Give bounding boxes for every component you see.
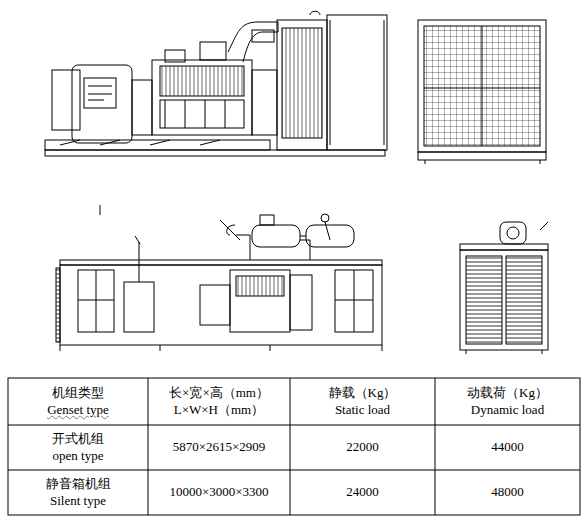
silent-genset-side: [56, 205, 382, 351]
table-text: open type: [53, 449, 104, 464]
table-text: 静载（Kg）: [329, 386, 397, 401]
table-cell: 5870×2615×2909: [149, 426, 289, 469]
table-text: 24000: [346, 485, 379, 500]
table-text: 开式机组: [52, 432, 104, 447]
open-genset-front: [418, 20, 546, 164]
table-text: 10000×3000×3300: [169, 485, 268, 500]
table-cell: 10000×3000×3300: [149, 471, 289, 514]
table-cell: 22000: [291, 426, 434, 469]
table-text: 动载荷（Kg）: [467, 386, 548, 401]
silent-genset-front: [460, 222, 548, 354]
table-cell: 机组类型 Genset type: [9, 379, 147, 424]
table-cell: 44000: [436, 426, 579, 469]
table-text: 22000: [346, 440, 379, 455]
table-cell: 48000: [436, 471, 579, 514]
table-text: 48000: [491, 485, 524, 500]
table-text: 长×宽×高（mm）: [169, 386, 269, 401]
table-text: 机组类型: [52, 386, 104, 401]
table-cell: 静音箱机组 Silent type: [9, 471, 147, 514]
table-text: L×W×H（mm）: [174, 403, 265, 418]
table-cell: 开式机组 open type: [9, 426, 147, 469]
table-cell: 动载荷（Kg） Dynamic load: [436, 379, 579, 424]
table-text: Genset type: [47, 403, 109, 418]
spec-table-grid: [8, 378, 580, 515]
open-genset-side: [45, 11, 387, 156]
table-text: Static load: [335, 403, 390, 418]
table-text: Silent type: [50, 494, 106, 509]
table-text: 44000: [491, 440, 524, 455]
table-text: Dynamic load: [471, 403, 544, 418]
table-text: 5870×2615×2909: [173, 440, 266, 455]
table-text: 静音箱机组: [46, 477, 111, 492]
table-cell: 长×宽×高（mm） L×W×H（mm）: [149, 379, 289, 424]
table-cell: 24000: [291, 471, 434, 514]
table-cell: 静载（Kg） Static load: [291, 379, 434, 424]
